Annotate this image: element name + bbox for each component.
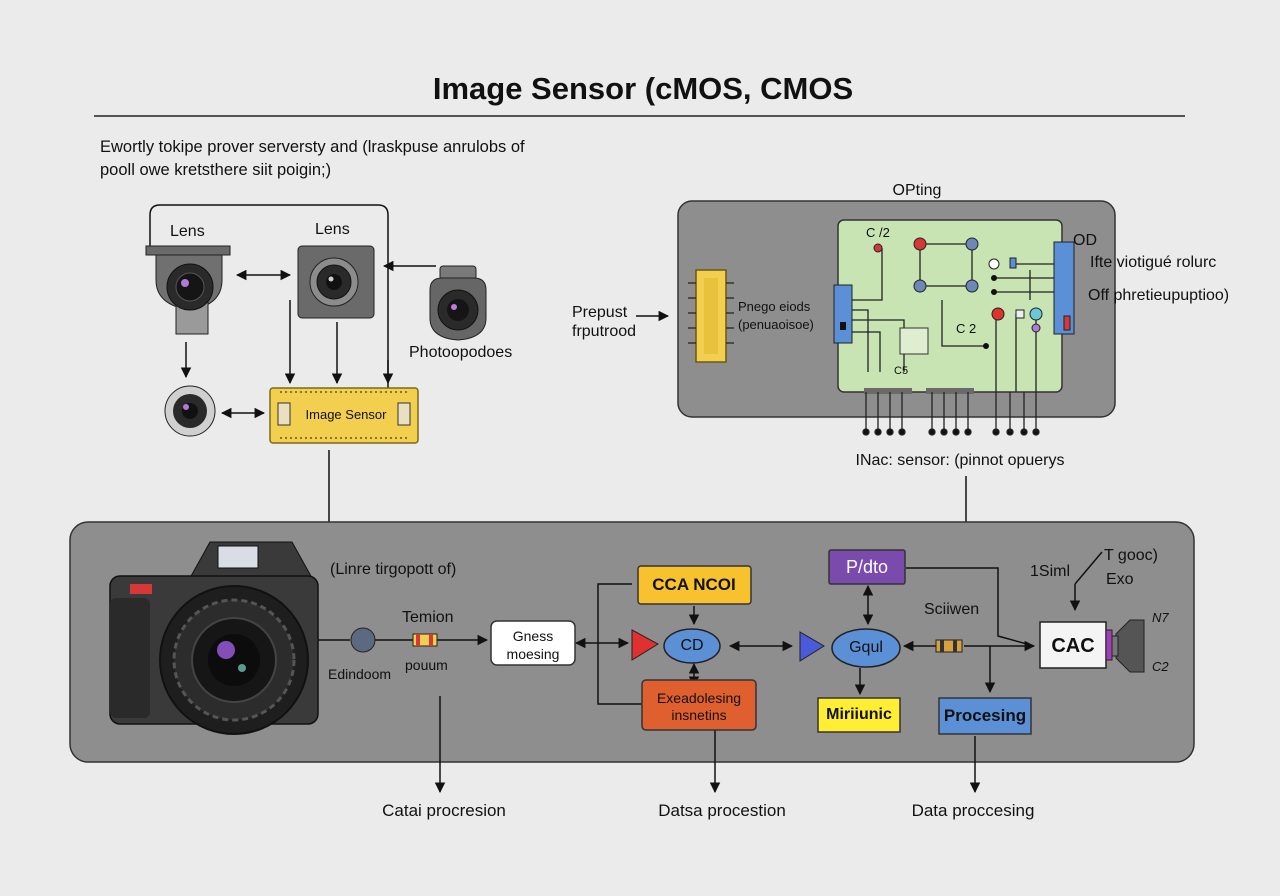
board-label: Pnego eiods (penuaoisoe) xyxy=(738,299,814,332)
edindoom-label: Edindoom xyxy=(328,666,392,682)
blue-box: Procesing xyxy=(943,706,1027,725)
sensor-caption: INac: sensor: (pinnot opuerys xyxy=(855,452,1065,469)
t-gooc-label: T gooc) xyxy=(1104,547,1158,564)
photodiode-camera-icon xyxy=(429,265,487,341)
gqul-oval: Gqul xyxy=(849,639,883,656)
camera-label: (Linre tirgopott of) xyxy=(330,561,457,578)
od-label: OD xyxy=(1073,232,1097,249)
subtitle: Ewortly tokipe prover serversty and (lra… xyxy=(100,138,525,180)
blue-box-shape xyxy=(938,697,1032,735)
right-label-2: Off phretieupuptioo) xyxy=(1088,287,1230,304)
edindoom-node xyxy=(350,627,376,653)
circuit-board xyxy=(833,219,1075,394)
board-pins xyxy=(862,392,1040,436)
sciiwen-label: Sciiwen xyxy=(924,601,980,618)
orange-box-shape xyxy=(641,679,757,731)
red-triangle xyxy=(631,629,660,661)
cd-oval-shape xyxy=(663,628,721,664)
cd-oval: CD xyxy=(680,637,704,654)
purple-box-shape xyxy=(828,549,906,585)
c2-board-label: C 2 xyxy=(956,321,977,336)
input-chip xyxy=(688,269,734,363)
blue-triangle xyxy=(799,631,825,662)
right-label-1: Ifte viotigué rolurc xyxy=(1090,254,1217,271)
square-lens-icon xyxy=(297,245,375,319)
lens-label-2: Lens xyxy=(315,221,350,238)
cac-speaker xyxy=(1039,619,1145,673)
dslr-camera-icon xyxy=(109,541,319,735)
yellow-box-shape xyxy=(817,697,901,733)
poum-label: pouum xyxy=(405,657,448,673)
cca-box-shape xyxy=(637,565,752,605)
c12-label: C /2 xyxy=(866,225,890,240)
cac-box: CAC xyxy=(1051,635,1095,657)
photodiodes-label: Photoopodoes xyxy=(409,344,513,361)
caption-3: Data proccesing xyxy=(911,801,1035,820)
page-title: Image Sensor (cMOS, CMOS xyxy=(432,71,854,106)
orange-box: Exeadolesing insnetins xyxy=(656,690,742,723)
dome-camera-icon xyxy=(145,245,231,335)
tension-label: Temion xyxy=(402,609,454,626)
prepust-label: Prepust frputrood xyxy=(572,304,637,341)
image-sensor-chip xyxy=(269,387,419,444)
round-lens-icon xyxy=(164,385,216,437)
n7-label: N7 xyxy=(1152,610,1169,625)
gness-box-shape xyxy=(490,620,576,666)
c5-label: C5 xyxy=(894,365,909,377)
top-left-arrows xyxy=(180,260,436,557)
purple-box: P/dto xyxy=(845,557,889,577)
c2-label: C2 xyxy=(1152,659,1169,674)
bottom-connectors xyxy=(318,551,1103,794)
opting-label: OPting xyxy=(892,182,942,199)
tension-resistor xyxy=(412,633,438,647)
yellow-box: Miriiunic xyxy=(826,706,892,723)
gness-box: Gness moesing xyxy=(506,628,560,662)
lens-label-1: Lens xyxy=(170,223,205,240)
lens-bracket xyxy=(149,204,389,398)
cca-box: CCA NCOI xyxy=(652,575,736,594)
caption-2: Datsa procestion xyxy=(658,801,786,820)
ssiml-label: 1Siml xyxy=(1030,563,1071,580)
caption-1: Catai procresion xyxy=(382,801,506,820)
exo-label: Exo xyxy=(1106,571,1134,588)
image-sensor-label: Image Sensor xyxy=(305,407,387,422)
gqul-oval-shape xyxy=(831,628,901,668)
sciiwen-resistor xyxy=(935,639,963,653)
